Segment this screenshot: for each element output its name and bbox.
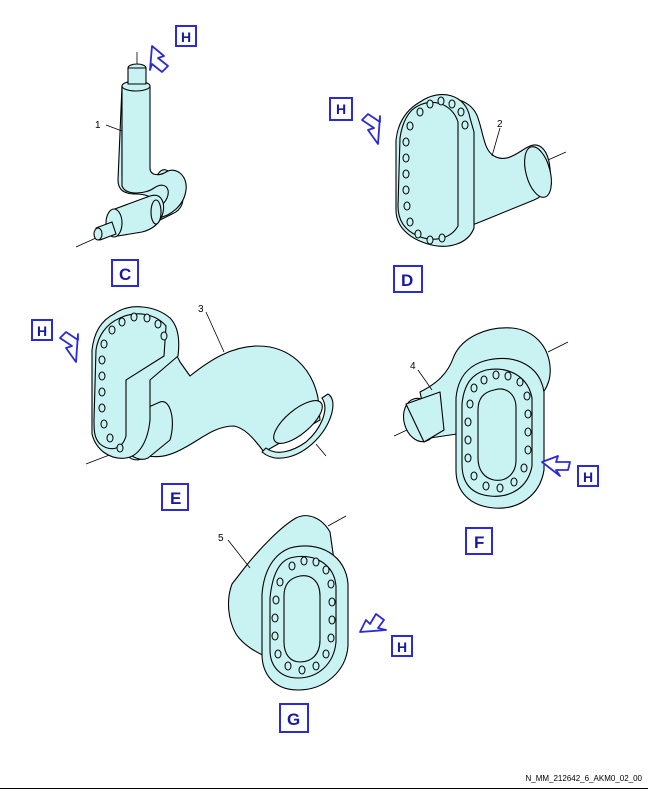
view-label-c: C xyxy=(119,265,131,284)
arrow-h-icon xyxy=(541,455,571,477)
h-label: H xyxy=(583,469,593,485)
view-label-box xyxy=(279,703,309,733)
centerline xyxy=(315,443,327,457)
flange-holes xyxy=(464,370,532,493)
h-label: H xyxy=(336,101,346,117)
view-c: 1 H C xyxy=(75,25,197,287)
h-label-box xyxy=(329,97,353,121)
outlet-opening xyxy=(273,400,323,444)
leader-line xyxy=(227,539,251,569)
part-number-3: 3 xyxy=(198,304,204,315)
arrow-h-icon xyxy=(361,113,381,145)
view-label-f: F xyxy=(474,533,484,552)
flange-opening xyxy=(477,388,517,481)
view-f: 4 H F xyxy=(393,327,599,555)
h-label: H xyxy=(181,29,191,45)
centerline xyxy=(547,151,567,161)
centerline xyxy=(85,453,113,465)
flange-holes xyxy=(402,96,469,245)
arrow-h-icon xyxy=(359,613,387,633)
pipe-lower-section xyxy=(111,194,165,237)
h-label-box xyxy=(391,635,413,657)
view-label-e: E xyxy=(170,489,181,508)
pipe-lower-cap xyxy=(93,227,103,241)
flange-opening xyxy=(283,575,321,663)
view-label-box xyxy=(393,265,423,293)
view-d: 2 H D xyxy=(329,94,567,293)
part-number-5: 5 xyxy=(218,533,224,544)
view-label-box xyxy=(111,259,139,287)
centerline xyxy=(547,341,569,353)
arrow-h-icon xyxy=(59,331,79,363)
h-label: H xyxy=(37,323,47,339)
view-e: 3 H E xyxy=(31,304,334,511)
arrow-h-icon xyxy=(149,45,169,73)
view-label-d: D xyxy=(401,271,413,290)
part-number-1: 1 xyxy=(95,120,101,131)
part-number-2: 2 xyxy=(497,119,503,130)
h-label-box xyxy=(175,25,197,47)
drawing-code: N_MM_212642_6_AKM0_02_00 xyxy=(525,774,642,783)
pipe-clamp xyxy=(150,199,162,225)
centerline xyxy=(327,515,347,527)
leader-line xyxy=(491,127,501,157)
view-label-box xyxy=(161,483,189,511)
inlet-stub xyxy=(405,391,445,443)
h-label: H xyxy=(397,639,407,655)
flange-holes xyxy=(98,312,168,453)
view-label-g: G xyxy=(287,710,300,729)
footer-divider xyxy=(0,788,648,789)
elbow-outlet xyxy=(524,146,552,198)
leader-line xyxy=(417,369,433,391)
centerline xyxy=(75,237,97,248)
outlet-flange xyxy=(261,393,334,459)
leader-line xyxy=(105,124,123,132)
view-g: 5 H G xyxy=(218,515,413,733)
h-label-box xyxy=(577,465,599,487)
part-number-4: 4 xyxy=(410,361,416,372)
flange-holes xyxy=(271,556,336,675)
view-label-box xyxy=(465,527,493,555)
leader-line xyxy=(205,311,225,353)
h-label-box xyxy=(31,319,53,341)
pipe-top-stub xyxy=(127,67,147,85)
